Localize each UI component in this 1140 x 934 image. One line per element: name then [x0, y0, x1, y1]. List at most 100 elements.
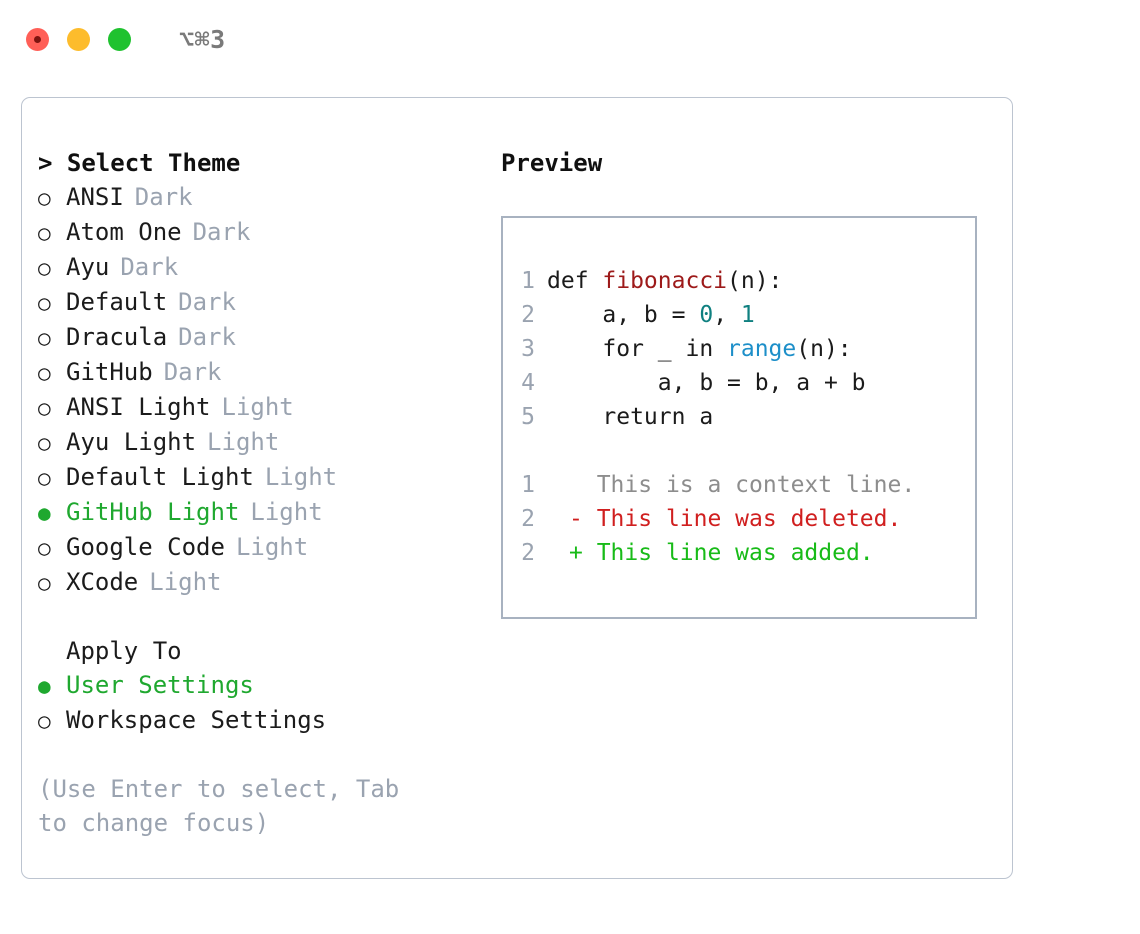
- code-token-plain: for _ in: [547, 336, 728, 362]
- title-bar: ⌥⌘3: [0, 0, 1140, 78]
- line-number: 5: [521, 404, 535, 430]
- diff-text: This is a context line.: [582, 472, 916, 498]
- apply-to-option-label: User Settings: [66, 671, 254, 699]
- radio-unselected-icon: ○: [38, 361, 51, 385]
- theme-option-tag: Dark: [163, 358, 222, 386]
- theme-option-label: GitHub: [66, 358, 153, 386]
- radio-selected-icon: ●: [38, 674, 51, 698]
- diff-sign: +: [569, 540, 583, 566]
- diff-sign: [547, 468, 583, 502]
- code-token-plain: return a: [547, 404, 714, 430]
- code-text: return a: [547, 400, 713, 434]
- help-text: (Use Enter to select, Tab to change focu…: [38, 775, 400, 837]
- theme-option-tag: Dark: [120, 253, 179, 281]
- diff-line-added: 2+ This line was added.: [503, 536, 975, 570]
- minimize-button-icon[interactable]: [67, 27, 90, 51]
- apply-to-heading: Apply To: [66, 637, 182, 665]
- code-token-plain: def: [547, 268, 603, 294]
- diff-text: This line was deleted.: [582, 506, 902, 532]
- theme-option-github[interactable]: ○ GitHub Dark: [38, 355, 478, 390]
- theme-option-tag: Light: [264, 463, 338, 491]
- code-line: 5 return a: [503, 400, 975, 434]
- radio-unselected-icon: ○: [38, 291, 51, 315]
- theme-option-tag: Light: [235, 533, 309, 561]
- radio-selected-icon: ●: [38, 501, 51, 525]
- theme-option-tag: Light: [149, 568, 222, 596]
- code-text: def fibonacci(n):: [547, 264, 782, 298]
- line-number: 3: [521, 336, 535, 362]
- preview-heading: Preview: [501, 149, 603, 177]
- theme-option-github-light[interactable]: ● GitHub Light Light: [38, 495, 478, 530]
- code-line: 4 a, b = b, a + b: [503, 366, 975, 400]
- theme-option-label: XCode: [66, 568, 139, 596]
- window-controls: [26, 27, 131, 51]
- apply-to-list: ● User Settings ○ Workspace Settings: [38, 668, 478, 738]
- radio-unselected-icon: ○: [38, 466, 51, 490]
- theme-option-ansi[interactable]: ○ ANSI Dark: [38, 180, 478, 215]
- apply-to-option-workspace-settings[interactable]: ○ Workspace Settings: [38, 703, 478, 738]
- spacer: [38, 600, 478, 634]
- theme-option-tag: Dark: [178, 288, 236, 316]
- line-number: 4: [521, 370, 535, 396]
- apply-to-option-user-settings[interactable]: ● User Settings: [38, 668, 478, 703]
- code-token-plain: ,: [713, 302, 741, 328]
- code-token-plain: a, b =: [547, 302, 700, 328]
- diff-line-deleted: 2 - This line was deleted.: [503, 502, 975, 536]
- code-text: a, b = b, a + b: [547, 366, 866, 400]
- theme-option-label: Default Light: [66, 463, 254, 491]
- code-text: a, b = 0, 1: [547, 298, 755, 332]
- theme-option-google-code[interactable]: ○ Google Code Light: [38, 530, 478, 565]
- select-theme-heading: > Select Theme: [38, 149, 241, 177]
- radio-unselected-icon: ○: [38, 536, 51, 560]
- theme-option-label: Default: [66, 288, 168, 316]
- close-button-icon[interactable]: [26, 27, 49, 51]
- radio-unselected-icon: ○: [38, 326, 51, 350]
- theme-option-label: ANSI: [66, 183, 124, 211]
- radio-unselected-icon: ○: [38, 186, 51, 210]
- theme-option-label: GitHub Light: [66, 498, 240, 526]
- code-token-num: 1: [740, 302, 755, 328]
- theme-option-xcode[interactable]: ○ XCode Light: [38, 565, 478, 600]
- theme-option-label: Ayu: [66, 253, 110, 281]
- zoom-button-icon[interactable]: [108, 27, 131, 51]
- line-number: 2: [521, 506, 535, 532]
- code-line: 1 def fibonacci(n):: [503, 264, 975, 298]
- radio-unselected-icon: ○: [38, 221, 51, 245]
- theme-option-tag: Light: [221, 393, 294, 421]
- theme-option-tag: Dark: [134, 183, 193, 211]
- line-number: 2: [521, 540, 535, 566]
- code-token-plain: (n):: [796, 336, 852, 362]
- code-token-num: 0: [699, 302, 714, 328]
- code-line: 3 for _ in range(n):: [503, 332, 975, 366]
- code-token-fn: fibonacci: [602, 268, 728, 294]
- radio-unselected-icon: ○: [38, 256, 51, 280]
- theme-option-atom-one[interactable]: ○ Atom One Dark: [38, 215, 478, 250]
- theme-option-default[interactable]: ○ Default Dark: [38, 285, 478, 320]
- theme-option-ansi-light[interactable]: ○ ANSI Light Light: [38, 390, 478, 425]
- radio-unselected-icon: ○: [38, 709, 51, 733]
- code-token-plain: (n):: [727, 268, 783, 294]
- theme-option-label: Atom One: [66, 218, 182, 246]
- diff-sign: -: [569, 506, 583, 532]
- theme-option-tag: Dark: [192, 218, 251, 246]
- theme-option-default-light[interactable]: ○ Default Light Light: [38, 460, 478, 495]
- radio-unselected-icon: ○: [38, 431, 51, 455]
- line-number: 1: [521, 268, 535, 294]
- radio-unselected-icon: ○: [38, 571, 51, 595]
- code-token-plain: a, b = b, a + b: [547, 370, 866, 396]
- theme-option-tag: Dark: [178, 323, 236, 351]
- radio-unselected-icon: ○: [38, 396, 51, 420]
- code-text: for _ in range(n):: [547, 332, 852, 366]
- code-token-call: range: [727, 336, 797, 362]
- line-number: 1: [521, 472, 535, 498]
- theme-option-label: ANSI Light: [66, 393, 211, 421]
- theme-option-tag: Light: [250, 498, 323, 526]
- apply-to-option-label: Workspace Settings: [66, 706, 327, 734]
- theme-option-label: Google Code: [66, 533, 225, 561]
- theme-option-ayu[interactable]: ○ Ayu Dark: [38, 250, 478, 285]
